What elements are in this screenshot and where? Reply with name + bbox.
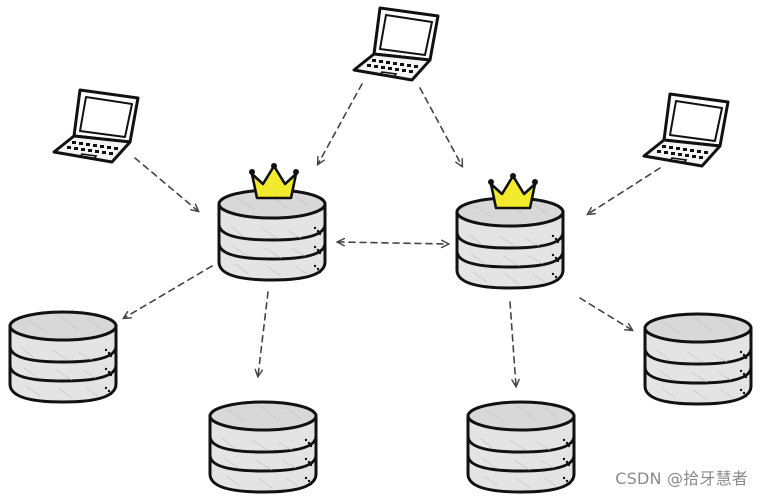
database-icon-master-right (455, 196, 565, 290)
database-icon-replica-3 (466, 400, 576, 494)
arrow-master-sync (338, 242, 448, 244)
database-icon-replica-1 (8, 310, 118, 404)
arrow-laptop-top-to-master-right (419, 87, 462, 166)
laptop-icon-right (642, 92, 730, 168)
database-icon-replica-2 (208, 400, 318, 494)
arrow-laptop-right-to-master-right (588, 167, 661, 214)
arrow-laptop-left-to-master-left (134, 157, 198, 211)
arrow-master-right-to-replica-3 (509, 301, 516, 386)
crown-icon-right (486, 171, 540, 210)
laptop-icon-left (52, 88, 140, 164)
arrow-master-left-to-replica-1 (124, 265, 213, 318)
crown-icon-left (247, 161, 301, 200)
watermark-text: CSDN @拾牙慧者 (615, 469, 748, 488)
database-icon-replica-4 (643, 312, 753, 406)
database-icon-master-left (217, 188, 327, 282)
laptop-icon-top (352, 6, 440, 82)
arrow-laptop-top-to-master-left (318, 83, 363, 164)
arrow-master-right-to-replica-4 (579, 297, 632, 330)
arrow-master-left-to-replica-2 (258, 291, 269, 376)
